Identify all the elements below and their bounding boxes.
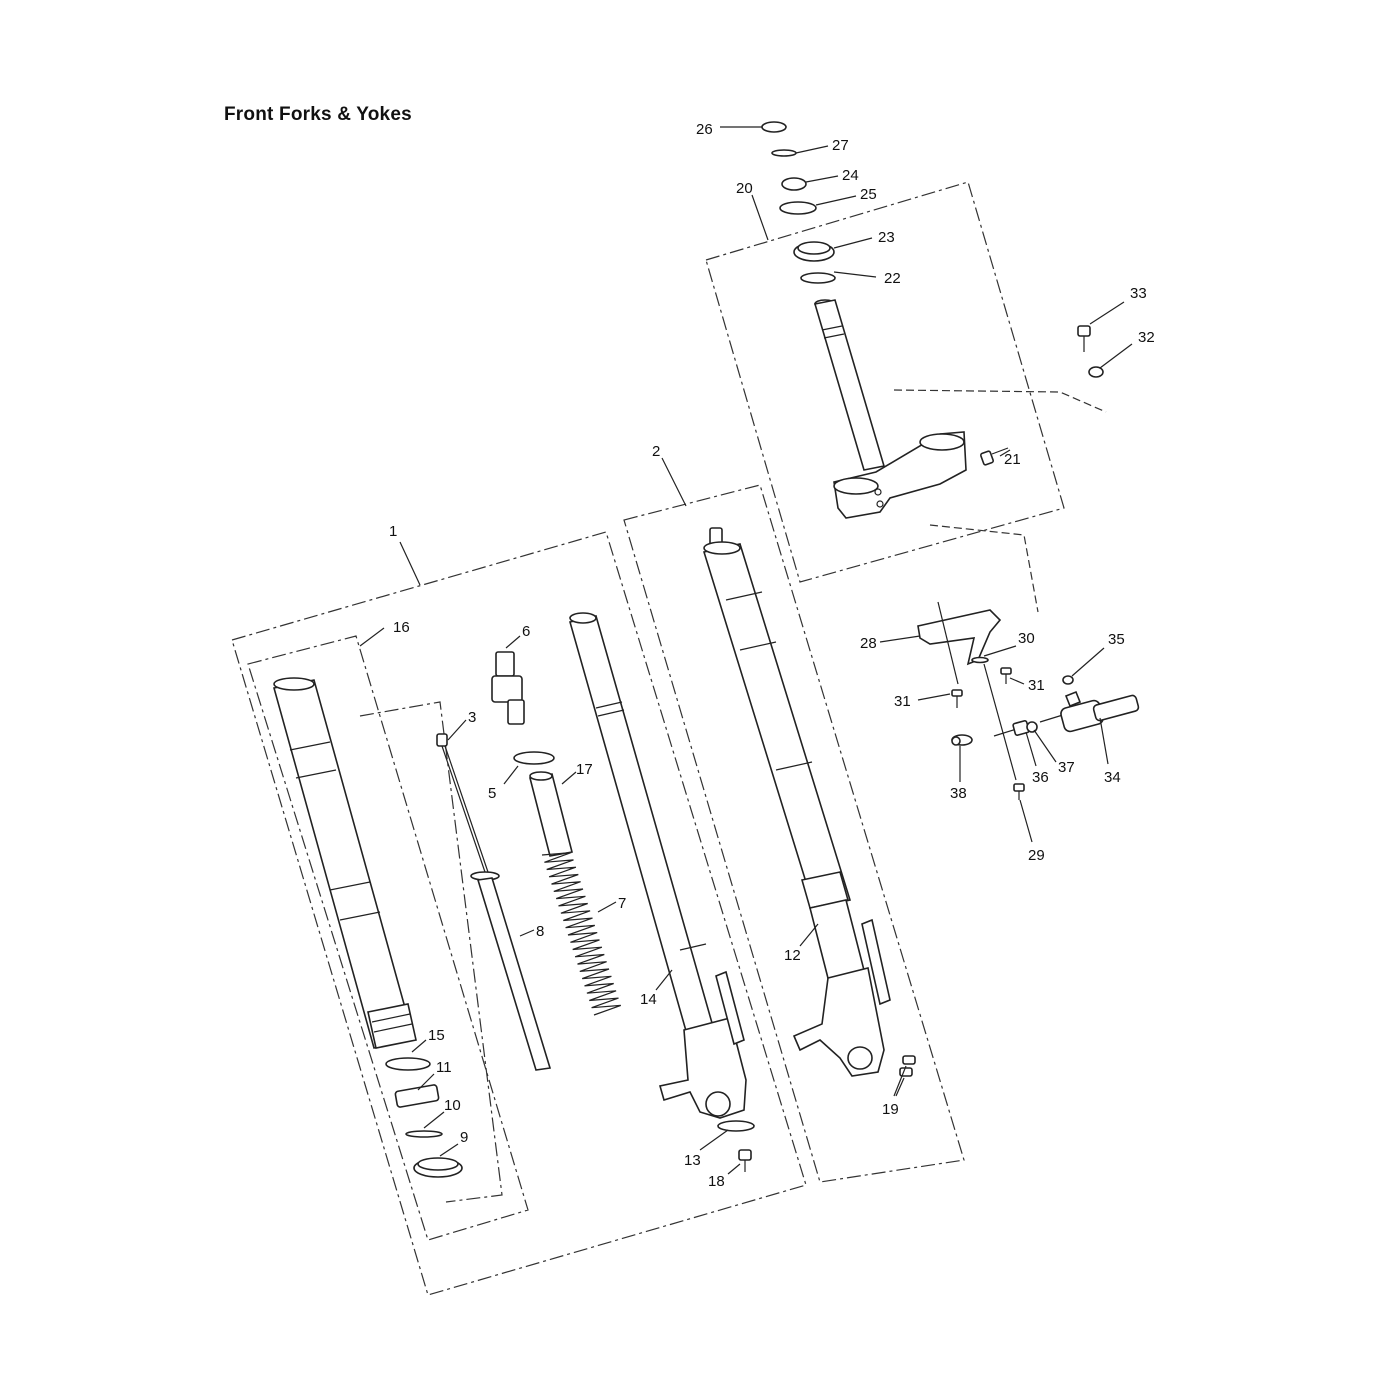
leader-lines	[359, 126, 1133, 1175]
nut-26	[761, 121, 787, 133]
ring-37	[1026, 721, 1038, 733]
callout-8: 8	[536, 923, 544, 940]
spacer-17	[529, 771, 573, 857]
callout-20: 20	[736, 180, 753, 197]
nut-24	[781, 177, 807, 191]
callout-30: 30	[1018, 630, 1035, 647]
callout-26: 26	[696, 121, 713, 138]
callout-13: 13	[684, 1152, 701, 1169]
callout-24: 24	[842, 167, 859, 184]
diagram-title: Front Forks & Yokes	[224, 104, 412, 125]
washer-25	[779, 201, 817, 215]
fork-bottom-left	[658, 970, 747, 1119]
callout-34: 34	[1104, 769, 1121, 786]
bolt-18	[738, 1149, 752, 1172]
yoke-link-outline	[893, 389, 1107, 413]
seal-15	[385, 1057, 431, 1071]
fork-outer-12	[702, 527, 867, 987]
group-2-outline	[623, 484, 965, 1183]
callout-14: 14	[640, 991, 657, 1008]
bracket-28-link	[937, 601, 959, 685]
clip-35	[1062, 675, 1074, 685]
fork-inner-tube-14	[569, 612, 715, 1040]
callout-12: 12	[784, 947, 801, 964]
fork-bottom-right	[792, 918, 891, 1077]
bush-11	[394, 1084, 440, 1108]
yoke-lower-link-outline	[929, 524, 1039, 613]
group-1-outline	[231, 531, 807, 1296]
spring-7	[541, 852, 622, 1016]
washer-27	[771, 149, 797, 157]
callout-9: 9	[460, 1129, 468, 1146]
washer-13	[717, 1120, 755, 1132]
callout-labels: 1 2 3 5 6 7 8 9 10 11 12 13 14 15 16 17 …	[389, 121, 1155, 1190]
callout-23: 23	[878, 229, 895, 246]
callout-31-right: 31	[1028, 677, 1045, 694]
bush-38	[951, 734, 973, 746]
callout-16: 16	[393, 619, 410, 636]
pin-36	[993, 720, 1030, 737]
bracket-28	[917, 609, 1002, 666]
callout-7: 7	[618, 895, 626, 912]
callout-1: 1	[389, 523, 397, 540]
callout-22: 22	[884, 270, 901, 287]
pinch-bolts-19	[899, 1055, 916, 1077]
race-22	[800, 272, 836, 284]
washer-5	[513, 751, 555, 765]
damper-rod	[436, 733, 552, 1071]
callout-18: 18	[708, 1173, 725, 1190]
callout-10: 10	[444, 1097, 461, 1114]
callout-5: 5	[488, 785, 496, 802]
bolt-33	[1077, 325, 1091, 352]
fork-tube-left	[272, 677, 417, 1049]
callout-36: 36	[1032, 769, 1049, 786]
steering-stem-20	[813, 299, 886, 471]
callout-38: 38	[950, 785, 967, 802]
callout-21: 21	[1004, 451, 1021, 468]
top-cap-6	[491, 651, 525, 725]
inner-cartridge-outline	[359, 701, 503, 1203]
screw-31-right	[1000, 667, 1012, 684]
nut-32	[1088, 366, 1104, 378]
callout-19: 19	[882, 1101, 899, 1118]
callout-33: 33	[1130, 285, 1147, 302]
callout-29: 29	[1028, 847, 1045, 864]
callout-17: 17	[576, 761, 593, 778]
screw-29	[1013, 783, 1025, 800]
callout-28: 28	[860, 635, 877, 652]
group-20-outline	[705, 181, 1065, 583]
screw-31-left	[951, 689, 963, 708]
callout-27: 27	[832, 137, 849, 154]
callout-25: 25	[860, 186, 877, 203]
callout-3: 3	[468, 709, 476, 726]
group-16-outline	[247, 635, 529, 1241]
lower-yoke	[833, 431, 967, 519]
callout-31-left: 31	[894, 693, 911, 710]
callout-6: 6	[522, 623, 530, 640]
washer-30	[971, 656, 989, 664]
callout-11: 11	[436, 1059, 452, 1076]
damper-34	[1039, 690, 1140, 733]
callout-15: 15	[428, 1027, 445, 1044]
callout-2: 2	[652, 443, 660, 460]
callout-35: 35	[1108, 631, 1125, 648]
clip-10	[405, 1130, 443, 1138]
bolt-21	[980, 447, 1009, 466]
bracket-29-link	[983, 663, 1017, 781]
callout-37: 37	[1058, 759, 1075, 776]
dust-seal-9	[413, 1157, 463, 1178]
bearing-23	[793, 241, 835, 262]
callout-32: 32	[1138, 329, 1155, 346]
